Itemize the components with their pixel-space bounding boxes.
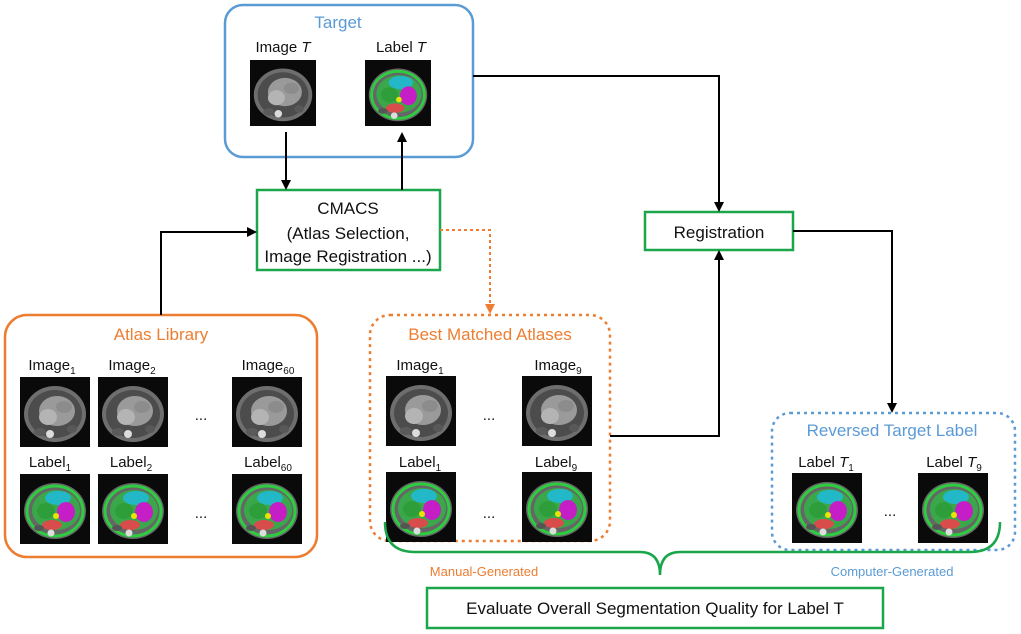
cmacs-title: CMACS bbox=[317, 199, 378, 218]
atlas-label-ellipsis: ... bbox=[195, 505, 208, 522]
target-image-label: Image T bbox=[255, 39, 312, 56]
arrow-target-to-registration bbox=[473, 75, 724, 212]
reversed-label-t9-label: Label T9 bbox=[926, 454, 982, 474]
reversed-label-t1-label: Label T1 bbox=[798, 454, 854, 474]
atlas-image-60-thumbnail bbox=[232, 377, 302, 447]
computer-generated-caption: Computer-Generated bbox=[831, 564, 954, 579]
atlas-label-1-thumbnail bbox=[20, 474, 90, 544]
atlas-label-2-thumbnail bbox=[98, 474, 168, 544]
atlas-label-60-thumbnail bbox=[232, 474, 302, 544]
evaluation-brace bbox=[383, 521, 1002, 576]
atlas-image-1-label: Image1 bbox=[28, 357, 76, 377]
best-label-1-label: Label1 bbox=[399, 454, 442, 474]
target-title: Target bbox=[314, 13, 362, 32]
reversed-target-title: Reversed Target Label bbox=[807, 421, 978, 440]
reversed-label-t1-thumbnail bbox=[792, 473, 862, 543]
atlas-image-1-thumbnail bbox=[20, 377, 90, 447]
best-label-ellipsis: ... bbox=[483, 505, 496, 522]
atlas-library-title: Atlas Library bbox=[114, 325, 209, 344]
target-label-thumbnail bbox=[365, 58, 431, 128]
connectors bbox=[160, 75, 897, 437]
arrow-cmacs-to-best-matched bbox=[440, 229, 495, 314]
reversed-target-box: Reversed Target Label Label T1 Label T9 … bbox=[770, 411, 1017, 579]
best-matched-title: Best Matched Atlases bbox=[408, 325, 571, 344]
arrow-best-to-registration bbox=[610, 250, 724, 437]
cmacs-box: CMACS (Atlas Selection, Image Registrati… bbox=[255, 188, 442, 272]
reversed-label-t9-thumbnail bbox=[918, 473, 988, 543]
atlas-label-2-label: Label2 bbox=[110, 454, 153, 474]
cmacs-subtitle-1: (Atlas Selection, bbox=[287, 224, 410, 243]
arrow-registration-to-reversed bbox=[793, 230, 897, 413]
atlas-label-1-label: Label1 bbox=[29, 454, 72, 474]
best-label-9-thumbnail bbox=[522, 472, 592, 542]
arrow-atlas-to-cmacs bbox=[160, 227, 257, 315]
evaluate-box: Evaluate Overall Segmentation Quality fo… bbox=[425, 586, 885, 630]
atlas-image-ellipsis: ... bbox=[195, 407, 208, 424]
best-matched-box: Best Matched Atlases Image1 Image9 ... L… bbox=[368, 313, 612, 579]
target-label-label: Label T bbox=[376, 39, 428, 56]
atlas-image-2-thumbnail bbox=[98, 377, 168, 447]
atlas-image-2-label: Image2 bbox=[108, 357, 156, 377]
evaluate-label: Evaluate Overall Segmentation Quality fo… bbox=[466, 599, 844, 618]
registration-box: Registration bbox=[643, 210, 795, 252]
best-image-1-label: Image1 bbox=[396, 357, 444, 377]
best-image-ellipsis: ... bbox=[483, 407, 496, 424]
best-label-9-label: Label9 bbox=[535, 454, 578, 474]
manual-generated-caption: Manual-Generated bbox=[430, 564, 538, 579]
best-image-9-thumbnail bbox=[522, 376, 592, 446]
best-image-1-thumbnail bbox=[386, 376, 456, 446]
atlas-image-60-label: Image60 bbox=[242, 357, 295, 377]
target-image-thumbnail bbox=[250, 60, 316, 126]
atlas-library-box: Atlas Library Image1 Image2 Image60 ... … bbox=[3, 313, 319, 559]
cmacs-subtitle-2: Image Registration ...) bbox=[264, 247, 431, 266]
registration-label: Registration bbox=[674, 223, 765, 242]
atlas-label-60-label: Label60 bbox=[244, 454, 292, 474]
reversed-label-ellipsis: ... bbox=[884, 503, 897, 520]
best-image-9-label: Image9 bbox=[534, 357, 582, 377]
target-box: Target Image T Label T bbox=[223, 3, 475, 159]
best-label-1-thumbnail bbox=[386, 472, 456, 542]
